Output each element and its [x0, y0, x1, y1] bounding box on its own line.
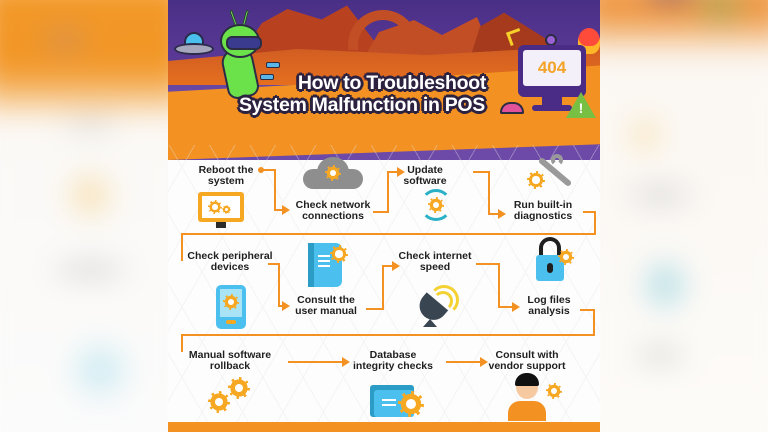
tablet-gear-icon	[216, 285, 246, 329]
step-run-diagnostics: Run built-in diagnostics	[513, 199, 573, 222]
step-log-files-analysis: Log files analysis	[527, 294, 571, 317]
step-database-integrity: Database integrity checks	[353, 349, 433, 372]
cloud-gear-icon	[303, 155, 363, 189]
ufo-icon	[174, 32, 214, 62]
step-check-network: Check network connections	[295, 199, 371, 222]
blurred-backdrop-left	[0, 0, 168, 432]
error-monitor-illustration: 404	[518, 45, 586, 111]
step-check-internet-speed: Check internet speed	[398, 250, 472, 273]
step-consult-manual: Consult the user manual	[295, 294, 357, 317]
mouse-icon	[500, 102, 524, 114]
step-consult-vendor: Consult with vendor support	[488, 349, 566, 372]
padlock-gear-icon	[536, 237, 576, 285]
rock-arch-illustration	[348, 10, 418, 50]
monitor-gears-icon	[198, 192, 244, 228]
step-update-software: Update software	[403, 164, 447, 187]
error-code: 404	[523, 50, 581, 86]
title-line-1: How to Troubleshoot	[297, 72, 487, 94]
vr-goggles-icon	[226, 36, 262, 50]
page-title: How to Troubleshoot System Malfunction i…	[202, 72, 522, 116]
two-gears-icon	[208, 377, 254, 419]
infographic: How to Troubleshoot System Malfunction i…	[168, 0, 600, 432]
support-person-gear-icon	[508, 373, 564, 421]
book-gear-icon	[308, 243, 348, 287]
satellite-dish-icon	[413, 285, 463, 331]
wrench-gear-icon	[525, 154, 573, 191]
refresh-gear-icon	[420, 189, 452, 221]
header-banner: How to Troubleshoot System Malfunction i…	[168, 0, 600, 160]
alien-mascot-illustration	[214, 9, 284, 110]
steps-flowchart: Reboot the system Check network connecti…	[168, 145, 600, 422]
step-reboot-system: Reboot the system	[198, 164, 254, 187]
step-check-peripherals: Check peripheral devices	[187, 250, 273, 273]
blurred-backdrop-right	[600, 0, 768, 432]
footer-bar	[168, 422, 600, 432]
title-line-2: System Malfunction in POS	[238, 94, 486, 116]
folder-gear-icon	[368, 381, 428, 421]
step-manual-rollback: Manual software rollback	[188, 349, 272, 372]
